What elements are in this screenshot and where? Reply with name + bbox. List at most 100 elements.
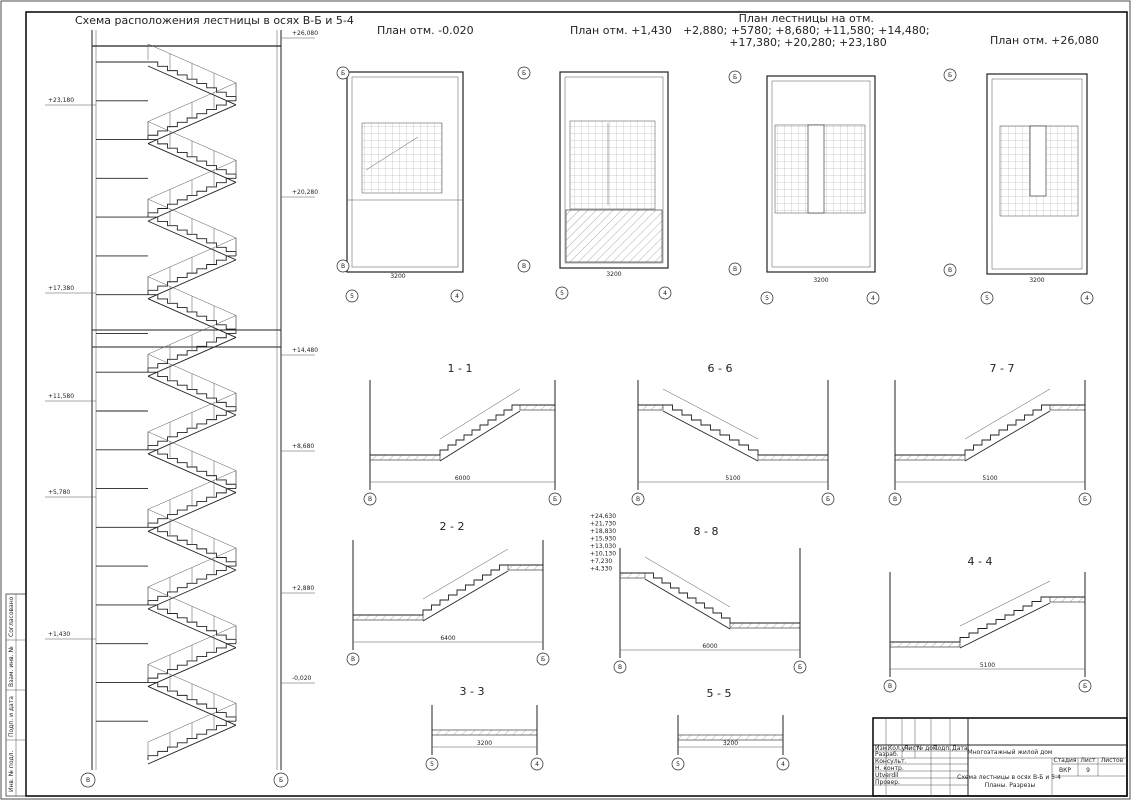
stair-stringer [959, 602, 1051, 649]
axis-marker [793, 660, 807, 674]
axis-label: Б [553, 496, 557, 503]
axis-label: Б [1083, 496, 1087, 503]
axis-label: Б [948, 72, 952, 79]
section-dim: 3200 [723, 740, 738, 747]
elevation-mark: +8,680 [292, 443, 314, 450]
landing-slab [637, 404, 664, 411]
axis-marker [517, 66, 531, 80]
axis-marker [883, 679, 897, 693]
axis-marker [631, 492, 645, 506]
tb-row-label: Н. контр. [875, 765, 904, 772]
side-stamp-1: Инв. № подл. [8, 751, 15, 792]
axis-label: В [351, 656, 355, 663]
landing-slab [1049, 596, 1086, 603]
elevation-stack-item: +7,230 [590, 558, 612, 565]
stair-stringer [964, 410, 1051, 462]
tb-col-header: Изм. [875, 745, 889, 752]
axis-marker [555, 286, 569, 300]
drawing-frame [25, 11, 1128, 797]
handrail [959, 580, 1051, 627]
axis-label: 4 [663, 290, 667, 297]
axis-marker [888, 492, 902, 506]
axis-marker [425, 757, 439, 771]
stair-scheme: Схема расположения лестницы в осях В-Б и… [45, 14, 354, 788]
axis-label: 5 [765, 295, 769, 302]
stair-flight [638, 404, 828, 456]
section-dim: 6000 [455, 475, 470, 482]
axis-label: В [368, 496, 372, 503]
side-stamp-4: Согласовано [8, 596, 15, 637]
axis-label: 5 [560, 290, 564, 297]
landing-slab [1049, 404, 1086, 411]
axis-marker [530, 757, 544, 771]
section-title: 8 - 8 [694, 525, 719, 538]
tb-stage: ВКР [1059, 767, 1071, 774]
stair-stringer [439, 410, 521, 462]
axis-marker [345, 289, 359, 303]
tb-sheet-title: Схема лестницы в осях В-Б и 5-4 Планы. Р… [957, 774, 1063, 789]
section-title: 7 - 7 [990, 362, 1015, 375]
stair-flight [370, 404, 555, 456]
stair-flight [895, 404, 1085, 456]
axis-label: В [948, 267, 952, 274]
section-title: 3 - 3 [460, 685, 485, 698]
plan-3: План лестницы на отм. +2,880; +5780; +8,… [683, 12, 930, 305]
axis-label: В [636, 496, 640, 503]
elevation-mark: +2,880 [292, 585, 314, 592]
tb-sheet-header: Лист [1080, 757, 1096, 764]
elevation-stack-item: +24,630 [590, 513, 616, 520]
side-stamp: Инв. № подл. Подп. и дата Взам. инв. № С… [5, 593, 27, 797]
axis-marker [776, 757, 790, 771]
axis-marker [1078, 679, 1092, 693]
axis-label: 4 [1085, 295, 1089, 302]
tb-stage-header: Стадия [1053, 757, 1076, 764]
elevation-mark: +11,580 [48, 393, 74, 400]
plan-title-line: План лестницы на отм. [739, 12, 874, 25]
plan-width-dim: 3200 [606, 271, 621, 278]
plan-1: План отм. -0.020 3200 Б В 5 4 [336, 24, 474, 303]
plan-4: План отм. +26,080 3200 Б В 5 4 [943, 34, 1099, 305]
axis-label: Б [541, 656, 545, 663]
axis-marker [450, 289, 464, 303]
title-block: Изм. Кол.уч Лист № док. Подп. Дата Разра… [872, 717, 1128, 797]
side-stamp-2: Подп. и дата [8, 696, 15, 737]
axis-label: 5 [350, 293, 354, 300]
elevation-mark: +23,180 [48, 97, 74, 104]
axis-marker [363, 492, 377, 506]
landing-slab [677, 734, 784, 741]
axis-label: В [888, 683, 892, 690]
axis-marker [536, 652, 550, 666]
axis-label: 4 [455, 293, 459, 300]
section-dim: 3200 [477, 740, 492, 747]
axis-label: В [893, 496, 897, 503]
section-title: 5 - 5 [707, 687, 732, 700]
plan-title-line: +2,880; +5780; +8,680; +11,580; +14,480; [683, 24, 930, 37]
tb-sheets-header: Листов [1101, 757, 1124, 764]
plan-2: План отм. +1,430 3200 Б В 5 4 [517, 24, 672, 300]
handrail [964, 388, 1051, 440]
elevation-stack-item: +21,730 [590, 521, 616, 528]
axis-marker [943, 263, 957, 277]
tb-row-label: Консульт. [875, 758, 907, 765]
axis-label: 5 [430, 761, 434, 768]
axis-marker [658, 286, 672, 300]
axis-marker [273, 772, 289, 788]
side-stamp-3: Взам. инв. № [8, 646, 15, 687]
axis-marker [980, 291, 994, 305]
section-title: 4 - 4 [968, 555, 993, 568]
section-dim: 5100 [725, 475, 740, 482]
plan-title: План отм. -0.020 [377, 24, 474, 37]
landing-slab [619, 572, 646, 579]
elevation-mark: -0,020 [292, 675, 312, 682]
landing-slab [369, 454, 441, 461]
tb-row-label: Провер. [875, 779, 900, 786]
elevation-stack-item: +15,930 [590, 536, 616, 543]
axis-marker [1078, 492, 1092, 506]
